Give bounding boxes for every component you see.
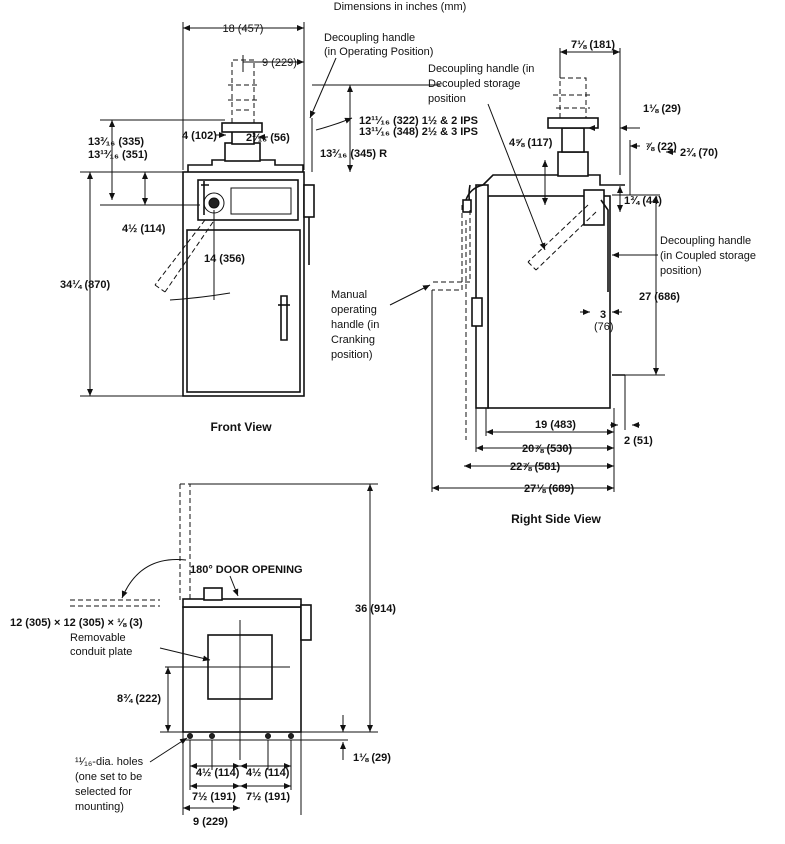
dim-2-3-4: 2¾ (70) xyxy=(680,147,718,159)
dim-r13: 13³⁄₁₆ (345) R xyxy=(320,148,387,160)
dim-27: 27 (686) xyxy=(639,291,680,303)
door-opening: 180° DOOR OPENING xyxy=(190,564,303,576)
dim-4-5-a: 4½ (114) xyxy=(196,767,240,779)
dim-27-1-8: 27⅛ (689) xyxy=(524,483,574,495)
dim-1-1-8-top: 1⅛ (29) xyxy=(353,752,391,764)
dim-19: 19 (483) xyxy=(535,419,576,431)
dim-20: 20⅞ (530) xyxy=(522,443,572,455)
dec-store-3: position xyxy=(428,93,466,105)
dim-ips-1: 12¹¹⁄₁₆ (322) 1½ & 2 IPS xyxy=(359,115,478,127)
manual-line-4: Cranking xyxy=(331,334,375,346)
holes-3: selected for xyxy=(75,786,132,798)
dec-store-2: Decoupled storage xyxy=(428,78,520,90)
dim-1-1-8: 1⅛ (29) xyxy=(643,103,681,115)
dim-7-5-b: 7½ (191) xyxy=(246,791,290,803)
holes-1: ¹¹⁄₁₆-dia. holes xyxy=(75,756,144,768)
handle-operating-label-2: (in Operating Position) xyxy=(324,46,433,58)
top-enclosure xyxy=(182,606,302,733)
manual-line-2: operating xyxy=(331,304,377,316)
dim-ips-2: 13¹¹⁄₁₆ (348) 2½ & 3 IPS xyxy=(359,126,478,138)
front-view-title: Front View xyxy=(210,420,272,434)
coupled-3: position) xyxy=(660,265,702,277)
dim-2: 2 (51) xyxy=(624,435,653,447)
coupled-1: Decoupling handle xyxy=(660,235,751,247)
dim-2-3-16: 2³⁄₁₆ (56) xyxy=(246,132,290,144)
dim-22: 22⅞ (581) xyxy=(510,461,560,473)
dim-7-1-8: 7⅛ (181) xyxy=(571,39,615,51)
dec-store-1: Decoupling handle (in xyxy=(428,63,534,75)
front-view: 18 (457) 9 (229) Decoupling handle (in O… xyxy=(60,22,478,434)
dim-34: 34¼ (870) xyxy=(60,279,110,291)
handle-operating-label: Decoupling handle xyxy=(324,32,415,44)
dim-13a: 13³⁄₁₆ (335) xyxy=(88,136,144,148)
dim-3: 3 xyxy=(600,309,606,321)
holes-4: mounting) xyxy=(75,801,124,813)
manual-line-5: position) xyxy=(331,349,373,361)
dim-7-5-a: 7½ (191) xyxy=(192,791,236,803)
plate-dim: 12 (305) × 12 (305) × ⅛ (3) xyxy=(10,617,143,629)
plate-label-2: conduit plate xyxy=(70,646,132,658)
holes-2: (one set to be xyxy=(75,771,142,783)
manual-handle-callout: Manual operating handle (in Cranking pos… xyxy=(331,284,431,361)
coupled-2: (in Coupled storage xyxy=(660,250,756,262)
plate-label-1: Removable xyxy=(70,632,126,644)
right-view-title: Right Side View xyxy=(511,512,601,526)
dim-36: 36 (914) xyxy=(355,603,396,615)
top-view: 180° DOOR OPENING 12 (305) × 12 (305) × … xyxy=(10,483,396,828)
dim-7-8: ⅞ (22) xyxy=(645,141,677,153)
dim-13b: 13¹³⁄₁₆ (351) xyxy=(88,149,148,161)
dim-18: 18 (457) xyxy=(223,23,264,35)
dim-14: 14 (356) xyxy=(204,253,245,265)
dim-4: 4 (102) xyxy=(182,130,217,142)
manual-line-3: handle (in xyxy=(331,319,379,331)
right-side-view: 7⅛ (181) Decoupling handle (in Decoupled… xyxy=(428,39,756,526)
dim-3-mm: (76) xyxy=(594,321,614,333)
manual-line-1: Manual xyxy=(331,289,367,301)
dim-4-5-b: 4½ (114) xyxy=(246,767,290,779)
dim-4-5: 4½ (114) xyxy=(122,223,166,235)
side-enclosure xyxy=(487,195,611,409)
dim-9-top: 9 (229) xyxy=(193,816,228,828)
dim-1-3-4: 1¾ (44) xyxy=(624,195,662,207)
dim-4-5-8: 4⅝ (117) xyxy=(509,137,553,149)
dim-9: 9 (229) xyxy=(262,57,297,69)
header-title: Dimensions in inches (mm) xyxy=(334,1,467,13)
dim-8-3-4: 8¾ (222) xyxy=(117,693,161,705)
